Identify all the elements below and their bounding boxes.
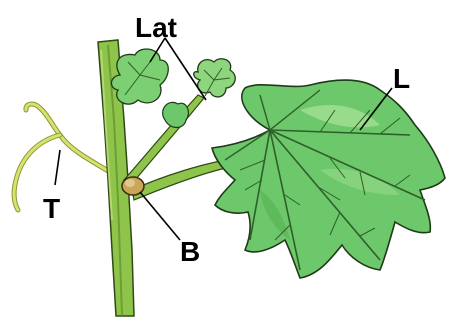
label-bud: B [180, 236, 200, 267]
lateral-shoot-leaves [111, 49, 235, 128]
tendril-pointer [55, 150, 60, 185]
label-lateral: Lat [135, 12, 177, 43]
label-leaf: L [393, 63, 410, 94]
large-leaf [212, 80, 445, 278]
bud-pointer [140, 192, 180, 240]
label-tendril: T [43, 193, 60, 224]
